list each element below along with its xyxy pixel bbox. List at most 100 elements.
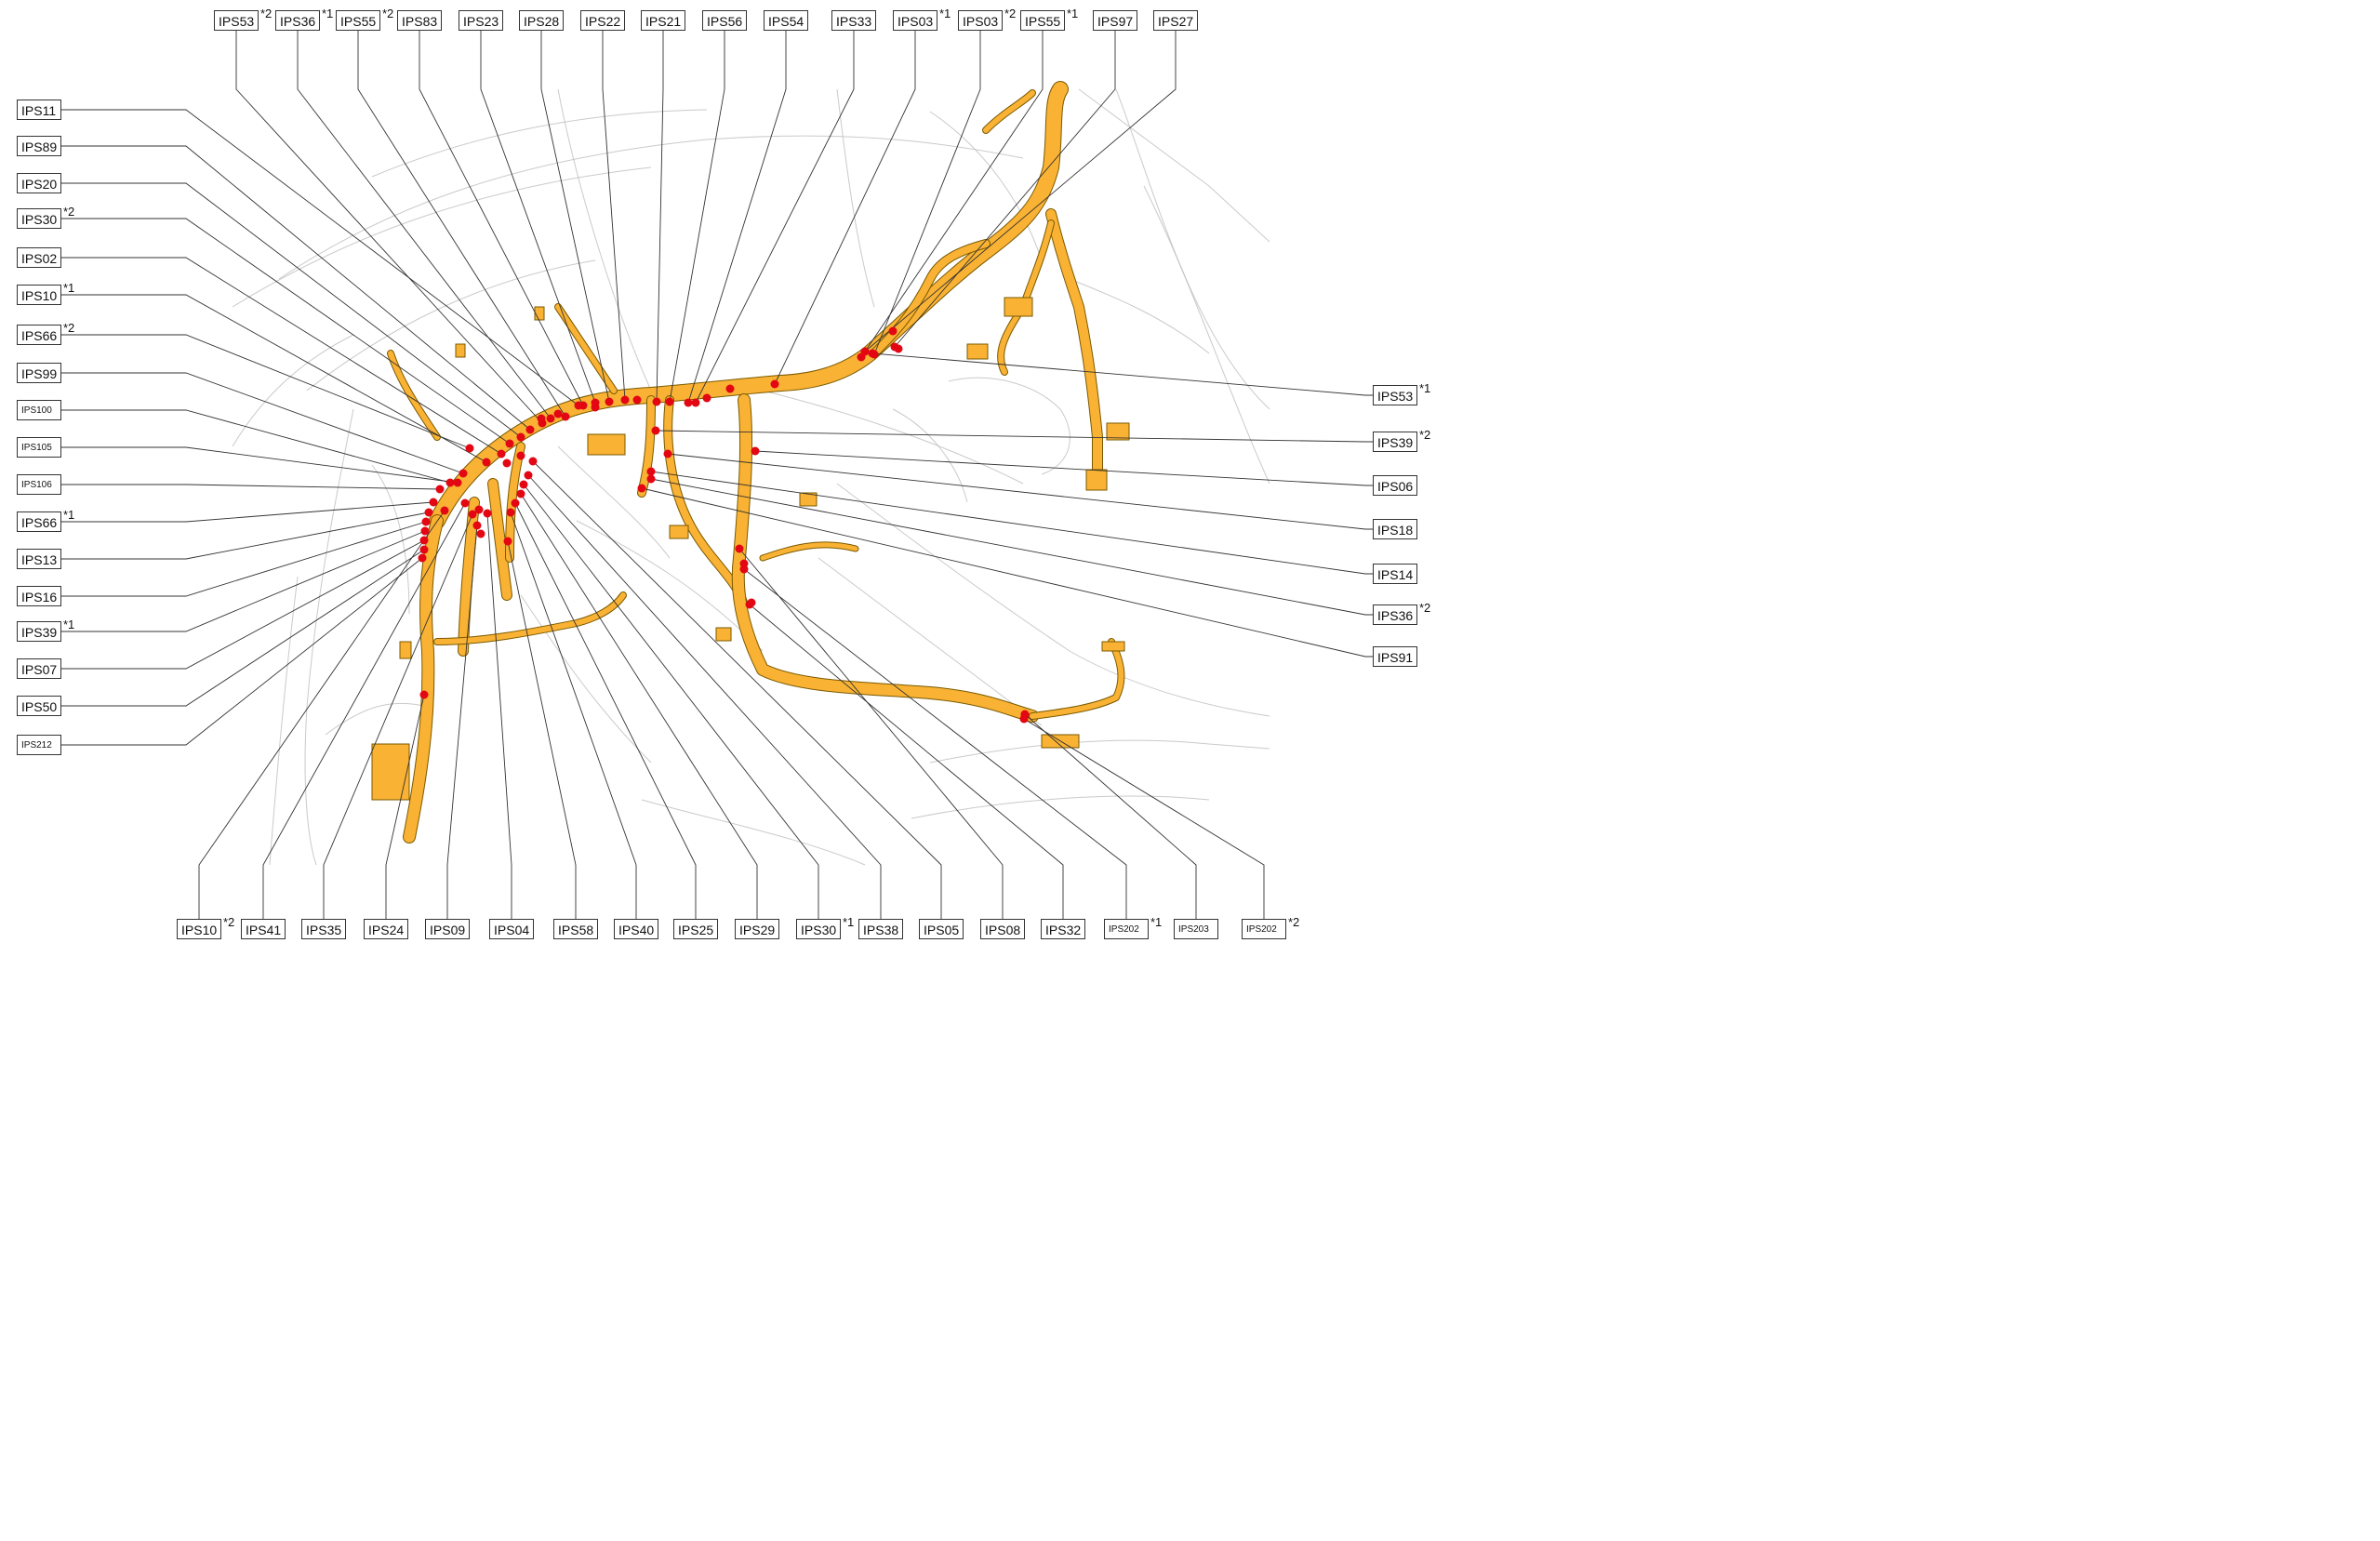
splice-point <box>476 529 485 538</box>
leader-line <box>507 540 577 919</box>
leader-line <box>61 484 441 490</box>
splice-point <box>524 471 533 480</box>
connector-block <box>1101 641 1125 652</box>
connector-label-ips09: IPS09 <box>425 919 470 939</box>
connector-label-ips56: IPS56 <box>702 10 747 31</box>
label-note: *1 <box>843 915 855 929</box>
leader-line <box>61 334 471 449</box>
connector-label-ips33: IPS33 <box>831 10 876 31</box>
splice-point <box>561 412 570 421</box>
splice-point <box>537 414 546 423</box>
body-outline-line <box>232 334 354 447</box>
leader-line <box>235 31 543 424</box>
leader-line <box>61 530 426 632</box>
connector-block <box>455 343 466 358</box>
label-note: *2 <box>1419 601 1431 615</box>
splice-point <box>418 553 427 563</box>
body-outline-line <box>232 166 652 308</box>
splice-point <box>652 397 661 406</box>
harness-drawing <box>61 31 1373 919</box>
leader-line <box>480 31 596 404</box>
connector-label-ips105: IPS105 <box>17 437 61 458</box>
leader-line <box>61 409 451 484</box>
long-right-branch-outline <box>731 393 1039 723</box>
leader-line <box>774 31 916 385</box>
body-outline-line <box>371 464 410 615</box>
leader-line <box>61 557 423 746</box>
connector-block <box>399 641 412 659</box>
connector-label-ips55: IPS55 <box>1020 10 1065 31</box>
connector-label-ips36: IPS36 <box>275 10 320 31</box>
leader-line <box>641 487 1373 658</box>
splice-point <box>770 379 779 389</box>
splice-point <box>474 505 484 514</box>
splice-point <box>516 451 525 460</box>
leader-lines <box>61 31 1373 919</box>
connector-label-ips13: IPS13 <box>17 549 61 569</box>
connector-label-ips24: IPS24 <box>364 919 408 939</box>
connector-label-ips54: IPS54 <box>764 10 808 31</box>
leader-line <box>527 474 882 919</box>
leader-line <box>61 501 434 523</box>
splice-point <box>1020 711 1030 720</box>
splice-point <box>553 409 563 418</box>
leader-line <box>297 31 552 419</box>
leader-line <box>61 257 502 455</box>
connector-label-ips39: IPS39 <box>17 621 61 642</box>
body-outline-line <box>948 377 1070 475</box>
connector-label-ips99: IPS99 <box>17 363 61 383</box>
splice-point <box>620 395 630 405</box>
splice-point <box>868 349 877 358</box>
leader-line <box>738 548 1004 919</box>
splice-point <box>505 439 514 448</box>
leader-line <box>749 604 1064 919</box>
splice-point <box>651 426 660 435</box>
splice-point <box>472 521 482 530</box>
splice-point <box>646 474 656 484</box>
body-outline-line <box>269 576 299 866</box>
connector-label-ips21: IPS21 <box>641 10 685 31</box>
splice-point <box>888 326 897 336</box>
splice-point <box>519 480 528 489</box>
connector-label-ips08: IPS08 <box>980 919 1025 939</box>
connector-label-ips18: IPS18 <box>1373 519 1417 539</box>
connector-block <box>715 627 732 642</box>
connector-label-ips25: IPS25 <box>673 919 718 939</box>
splice-point <box>860 347 870 356</box>
splice-point <box>751 446 760 456</box>
leader-line <box>323 513 473 919</box>
connector-label-ips10: IPS10 <box>17 285 61 305</box>
splice-point <box>739 559 749 568</box>
splice-point <box>419 690 429 699</box>
leader-line <box>61 372 464 474</box>
connector-label-ips20: IPS20 <box>17 173 61 193</box>
body-outline-line <box>929 739 1270 764</box>
connector-label-ips23: IPS23 <box>459 10 503 31</box>
leader-line <box>61 539 425 670</box>
splice-point <box>747 598 756 607</box>
label-note: *1 <box>63 618 75 631</box>
label-note: *1 <box>63 508 75 522</box>
splice-point <box>691 398 700 407</box>
splice-point <box>503 537 512 546</box>
connector-block <box>1004 297 1033 317</box>
splice-point <box>421 517 431 526</box>
connector-label-ips202: IPS202 <box>1242 919 1286 939</box>
connector-label-ips203: IPS203 <box>1174 919 1218 939</box>
body-outline-line <box>278 135 1024 280</box>
connector-label-ips55: IPS55 <box>336 10 380 31</box>
leader-line <box>1023 718 1265 919</box>
body-outline-line <box>1078 88 1270 243</box>
leader-line <box>61 294 487 463</box>
connector-label-ips05: IPS05 <box>919 919 964 939</box>
leader-line <box>532 460 942 919</box>
leader-line <box>61 446 459 484</box>
connector-block <box>966 343 989 360</box>
connector-label-ips38: IPS38 <box>858 919 903 939</box>
splice-point <box>429 498 438 507</box>
leader-line <box>486 512 512 919</box>
splice-point <box>525 425 535 434</box>
connector-label-ips106: IPS106 <box>17 474 61 495</box>
splice-point <box>702 393 711 403</box>
